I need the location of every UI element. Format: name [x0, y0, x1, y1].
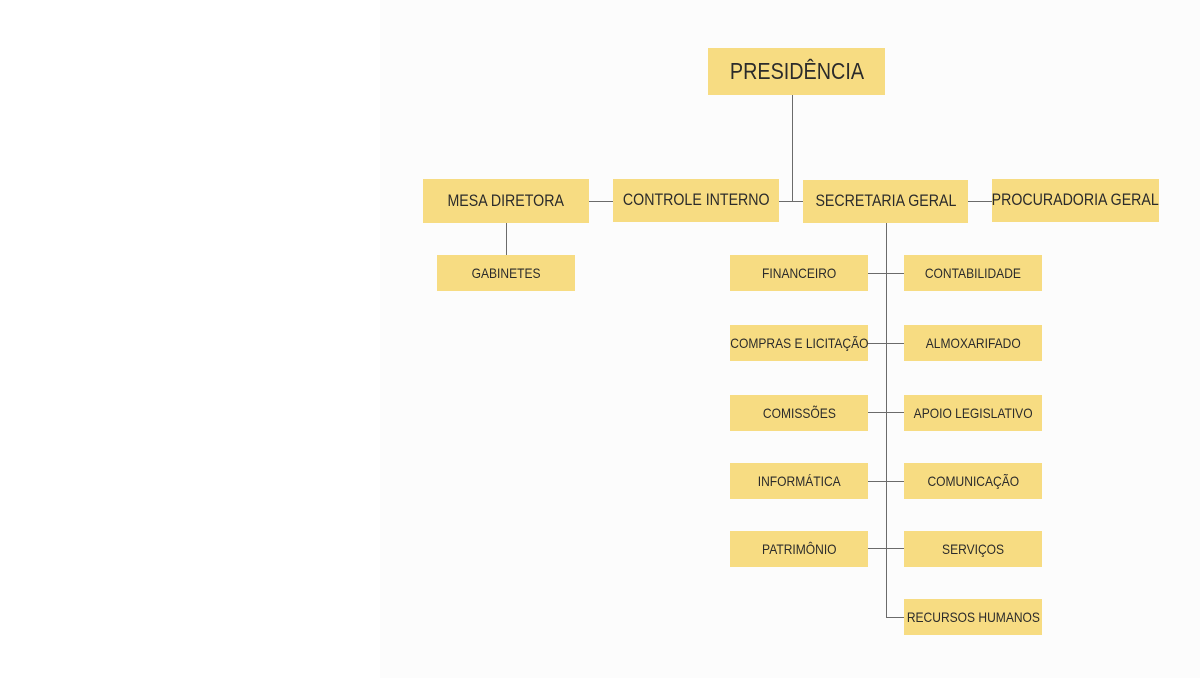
node-almoxarifado: ALMOXARIFADO — [904, 325, 1042, 361]
node-label: COMUNICAÇÃO — [927, 473, 1019, 489]
node-patrimonio: PATRIMÔNIO — [730, 531, 868, 567]
node-mesa-diretora: MESA DIRETORA — [423, 179, 589, 223]
node-label: CONTABILIDADE — [924, 265, 1022, 281]
node-comunicacao: COMUNICAÇÃO — [904, 463, 1042, 499]
connector-line — [886, 223, 887, 617]
node-label: MESA DIRETORA — [447, 191, 565, 210]
node-label: GABINETES — [471, 265, 541, 281]
connector-line — [968, 201, 992, 202]
node-financeiro: FINANCEIRO — [730, 255, 868, 291]
connector-line — [868, 481, 904, 482]
connector-line — [589, 201, 613, 202]
connector-line — [868, 548, 904, 549]
connector-line — [868, 343, 904, 344]
node-controle-interno: CONTROLE INTERNO — [613, 179, 779, 222]
node-label: COMPRAS E LICITAÇÃO — [729, 335, 869, 351]
node-label: RECURSOS HUMANOS — [906, 609, 1040, 625]
node-label: COMISSÕES — [762, 405, 836, 421]
node-label: CONTROLE INTERNO — [622, 191, 770, 209]
node-apoio-legislativo: APOIO LEGISLATIVO — [904, 395, 1042, 431]
connector-line — [506, 223, 507, 255]
node-label: ALMOXARIFADO — [925, 335, 1021, 351]
node-compras-licitacao: COMPRAS E LICITAÇÃO — [730, 325, 868, 361]
connector-line — [868, 412, 904, 413]
node-label: SECRETARIA GERAL — [815, 192, 956, 210]
connector-line — [792, 95, 793, 202]
node-label: PRESIDÊNCIA — [729, 58, 864, 84]
node-contabilidade: CONTABILIDADE — [904, 255, 1042, 291]
node-procuradoria-geral: PROCURADORIA GERAL — [992, 179, 1159, 222]
node-label: INFORMÁTICA — [757, 473, 841, 489]
node-presidencia: PRESIDÊNCIA — [708, 48, 885, 95]
node-label: FINANCEIRO — [761, 265, 837, 281]
connector-line — [886, 617, 904, 618]
node-label: SERVIÇOS — [941, 541, 1004, 557]
node-recursos-humanos: RECURSOS HUMANOS — [904, 599, 1042, 635]
connector-line — [868, 273, 904, 274]
connector-line — [779, 201, 803, 202]
node-label: PROCURADORIA GERAL — [991, 191, 1160, 209]
node-label: PATRIMÔNIO — [761, 541, 837, 557]
node-gabinetes: GABINETES — [437, 255, 575, 291]
node-label: APOIO LEGISLATIVO — [913, 405, 1033, 421]
node-informatica: INFORMÁTICA — [730, 463, 868, 499]
node-comissoes: COMISSÕES — [730, 395, 868, 431]
node-secretaria-geral: SECRETARIA GERAL — [803, 180, 968, 223]
node-servicos: SERVIÇOS — [904, 531, 1042, 567]
